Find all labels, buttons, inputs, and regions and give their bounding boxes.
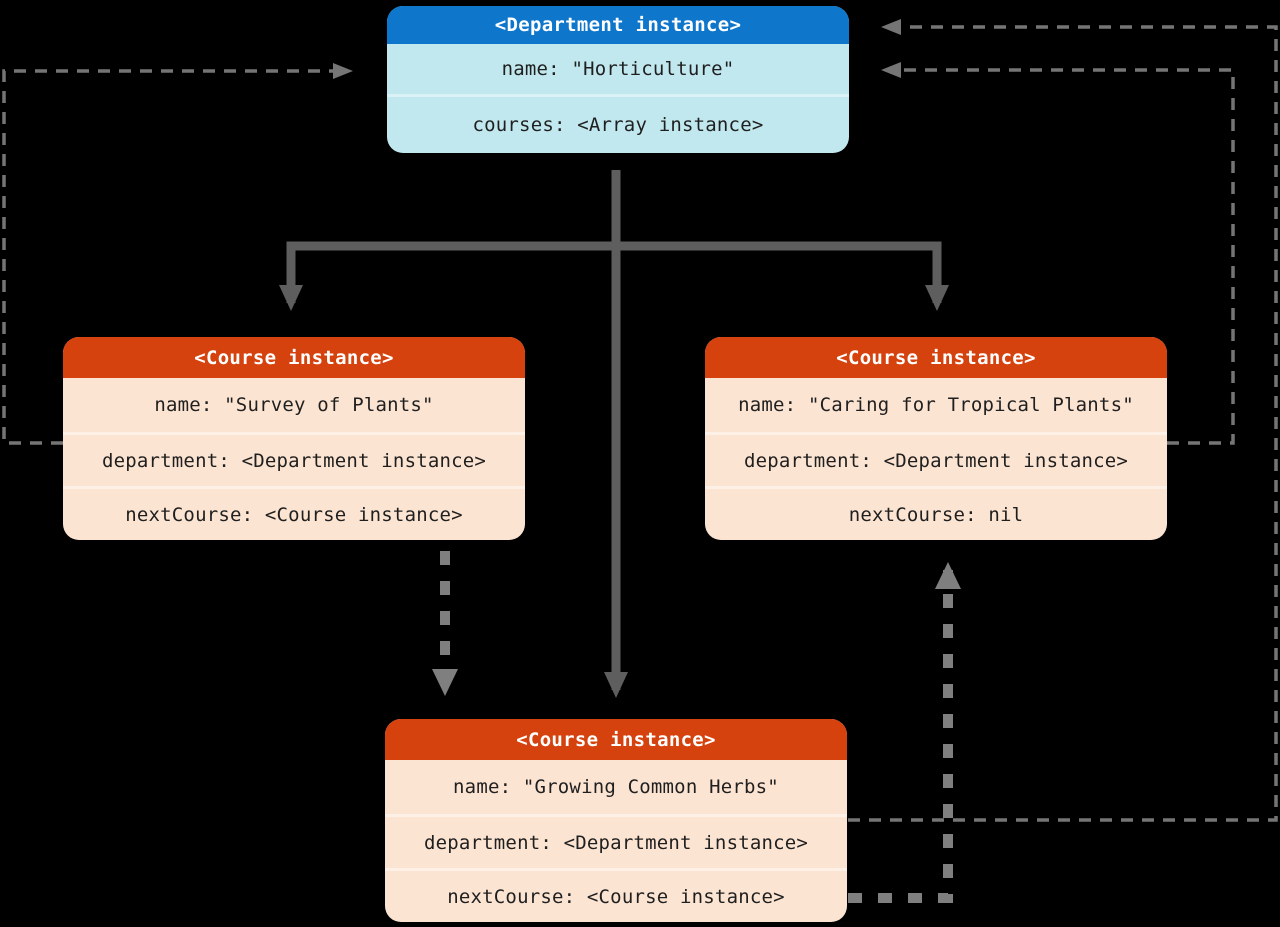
course-instance-bottom-box: <Course instance> name: "Growing Common … <box>385 719 847 922</box>
edge-left-department-ref <box>2 63 353 445</box>
course-bottom-name-row: name: "Growing Common Herbs" <box>453 776 779 798</box>
course-left-department-row: department: <Department instance> <box>63 432 525 486</box>
course-right-title: <Course instance> <box>705 337 1167 378</box>
course-instance-right-box: <Course instance> name: "Caring for Trop… <box>705 337 1167 540</box>
edge-right-department-ref <box>881 62 1235 445</box>
course-right-name-row: name: "Caring for Tropical Plants" <box>738 394 1134 416</box>
course-left-name-row: name: "Survey of Plants" <box>154 394 434 416</box>
department-name-row: name: "Horticulture" <box>501 58 735 80</box>
course-right-nextcourse-row: nextCourse: nil <box>705 486 1167 540</box>
course-left-title: <Course instance> <box>63 337 525 378</box>
course-left-nextcourse-row: nextCourse: <Course instance> <box>63 486 525 540</box>
department-instance-box: <Department instance> name: "Horticultur… <box>387 6 849 153</box>
course-bottom-department-row: department: <Department instance> <box>385 814 847 868</box>
course-right-department-row: department: <Department instance> <box>705 432 1167 486</box>
course-bottom-title: <Course instance> <box>385 719 847 760</box>
edge-bottom-department-ref <box>848 19 1278 822</box>
course-instance-left-box: <Course instance> name: "Survey of Plant… <box>63 337 525 540</box>
department-instance-title: <Department instance> <box>387 6 849 44</box>
department-courses-row: courses: <Array instance> <box>387 94 849 153</box>
edge-bottom-nextcourse-ref <box>848 562 961 903</box>
course-bottom-nextcourse-row: nextCourse: <Course instance> <box>385 868 847 922</box>
